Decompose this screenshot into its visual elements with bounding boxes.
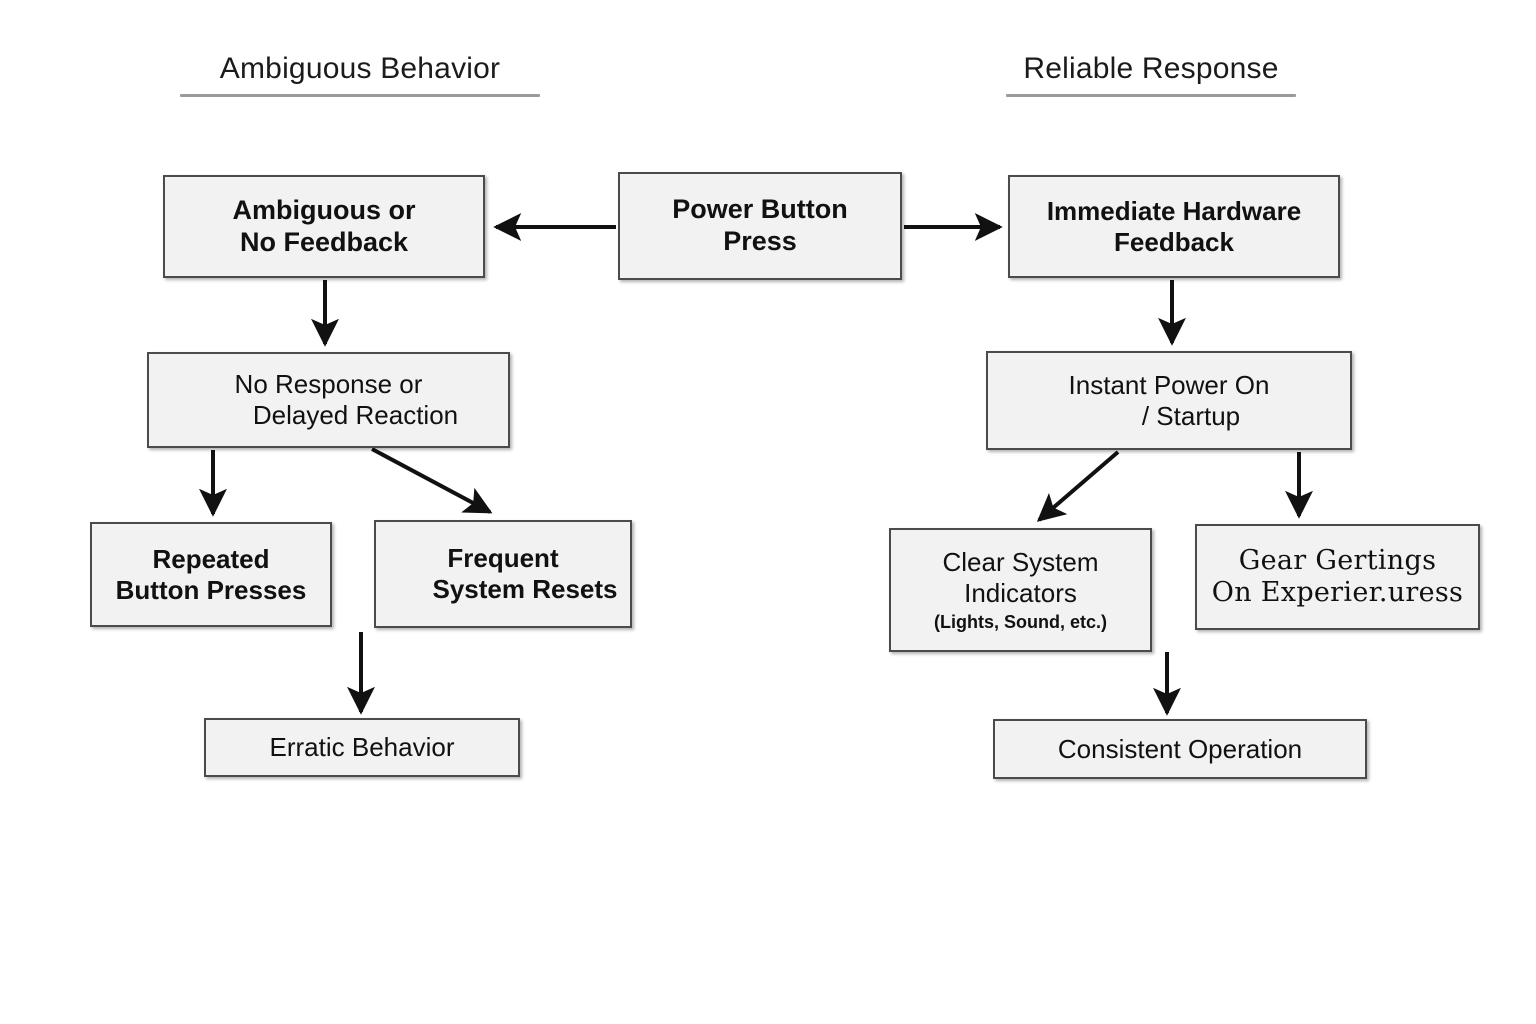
- node-gear-gertings-line1: Gear Gertings: [1238, 545, 1437, 577]
- node-instant-power-on-startup-line1: Instant Power On: [1068, 369, 1270, 400]
- node-frequent-system-resets[interactable]: Frequent System Resets: [374, 520, 632, 628]
- node-repeated-button-presses-line1: Repeated: [152, 543, 270, 574]
- node-ambiguous-or-no-feedback-line1: Ambiguous or: [232, 194, 416, 225]
- node-frequent-system-resets-line2: System Resets: [432, 574, 618, 604]
- node-repeated-button-presses[interactable]: Repeated Button Presses: [90, 522, 332, 627]
- header-reliable-response-underline: [1006, 94, 1296, 97]
- node-immediate-hardware-feedback-line1: Immediate Hardware: [1046, 195, 1302, 226]
- node-frequent-system-resets-line1: Frequent: [447, 543, 559, 574]
- edge-noresponse-to-frequent: [371, 447, 493, 514]
- header-reliable-response-label: Reliable Response: [1023, 52, 1279, 85]
- header-ambiguous-behavior: Ambiguous Behavior: [180, 52, 540, 97]
- node-erratic-behavior-line1: Erratic Behavior: [269, 732, 455, 763]
- node-erratic-behavior[interactable]: Erratic Behavior: [204, 718, 520, 777]
- node-no-response-or-delayed-reaction[interactable]: No Response or Delayed Reaction: [147, 352, 510, 448]
- node-clear-system-indicators-line1: Clear System: [942, 547, 1099, 578]
- node-power-button-press-line2: Press: [723, 226, 797, 256]
- node-clear-system-indicators[interactable]: Clear System Indicators (Lights, Sound, …: [889, 528, 1152, 652]
- node-power-button-press[interactable]: Power Button Press: [618, 172, 902, 280]
- node-clear-system-indicators-line2: Indicators: [964, 577, 1077, 608]
- node-instant-power-on-startup-line2: / Startup: [1141, 400, 1241, 431]
- edge-instant-to-clear: [1036, 450, 1120, 522]
- node-consistent-operation-line1: Consistent Operation: [1057, 733, 1303, 764]
- node-clear-system-indicators-subtext: (Lights, Sound, etc.): [934, 611, 1107, 632]
- node-gear-gertings[interactable]: Gear Gertings On Experier.uress: [1195, 524, 1480, 630]
- node-repeated-button-presses-line2: Button Presses: [115, 574, 307, 605]
- node-gear-gertings-line2: On Experier.uress: [1211, 577, 1464, 608]
- node-instant-power-on-startup[interactable]: Instant Power On / Startup: [986, 351, 1352, 450]
- node-no-response-or-delayed-reaction-line1: No Response or: [234, 369, 423, 400]
- node-immediate-hardware-feedback-line2: Feedback: [1114, 226, 1234, 257]
- header-ambiguous-behavior-label: Ambiguous Behavior: [219, 52, 501, 85]
- header-ambiguous-behavior-underline: [180, 94, 540, 97]
- header-reliable-response: Reliable Response: [1006, 52, 1296, 97]
- node-consistent-operation[interactable]: Consistent Operation: [993, 719, 1367, 779]
- node-ambiguous-or-no-feedback[interactable]: Ambiguous or No Feedback: [163, 175, 485, 278]
- node-no-response-or-delayed-reaction-line2: Delayed Reaction: [252, 400, 459, 430]
- node-immediate-hardware-feedback[interactable]: Immediate Hardware Feedback: [1008, 175, 1340, 278]
- node-power-button-press-line1: Power Button: [672, 194, 848, 225]
- node-ambiguous-or-no-feedback-line2: No Feedback: [239, 226, 409, 257]
